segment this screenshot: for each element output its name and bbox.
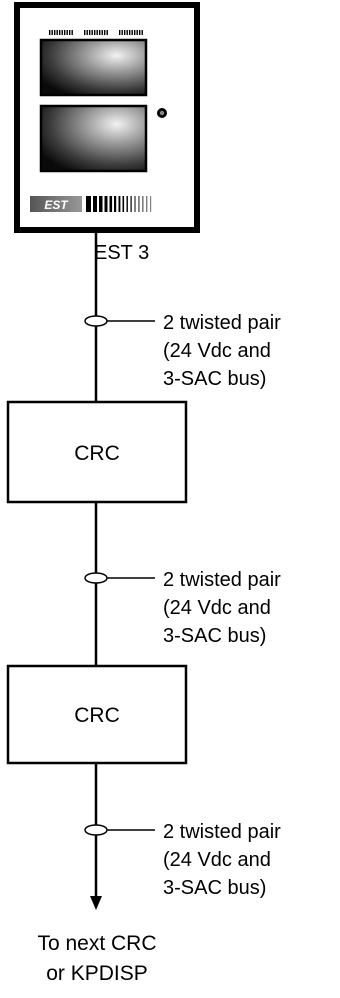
logo-barcode-strip bbox=[86, 196, 152, 212]
panel-label: EST 3 bbox=[94, 242, 149, 264]
est-logo: EST bbox=[30, 196, 82, 212]
cable-note-3: 2 twisted pair (24 Vdc and 3-SAC bus) bbox=[84, 821, 281, 899]
destination-label: To next CRC or KPDISP bbox=[37, 932, 156, 985]
cable-marker-icon bbox=[84, 572, 108, 584]
est3-panel: EST EST 3 bbox=[14, 2, 200, 264]
cable-note-line1: 2 twisted pair bbox=[163, 821, 281, 843]
cable-note-line1: 2 twisted pair bbox=[163, 312, 281, 334]
destination-line2: or KPDISP bbox=[46, 962, 148, 985]
cable-note-line2: (24 Vdc and bbox=[163, 340, 271, 362]
cable-note-line3: 3-SAC bus) bbox=[163, 368, 266, 390]
led-indicator-strip bbox=[49, 30, 143, 35]
crc-box-frame bbox=[6, 664, 188, 765]
crc-box-frame bbox=[6, 400, 188, 504]
destination-line1: To next CRC bbox=[37, 932, 156, 955]
crc-box-2: CRC bbox=[6, 664, 188, 765]
crc-label: CRC bbox=[74, 442, 120, 465]
cable-note-line2: (24 Vdc and bbox=[163, 597, 271, 619]
cable-marker-icon bbox=[84, 315, 108, 327]
key-lock-icon bbox=[157, 108, 167, 118]
arrow-down-icon bbox=[90, 896, 102, 910]
upper-display-window bbox=[39, 38, 148, 97]
cable-note-line3: 3-SAC bus) bbox=[163, 625, 266, 647]
cable-note-1: 2 twisted pair (24 Vdc and 3-SAC bus) bbox=[84, 312, 281, 390]
crc-box-1: CRC bbox=[6, 400, 188, 504]
crc-label: CRC bbox=[74, 704, 120, 727]
cable-note-line3: 3-SAC bus) bbox=[163, 877, 266, 899]
svg-text:EST: EST bbox=[44, 198, 69, 212]
cable-marker-icon bbox=[84, 824, 108, 836]
lower-display-window bbox=[39, 104, 148, 173]
cable-note-line2: (24 Vdc and bbox=[163, 849, 271, 871]
cable-note-line1: 2 twisted pair bbox=[163, 569, 281, 591]
cable-note-2: 2 twisted pair (24 Vdc and 3-SAC bus) bbox=[84, 569, 281, 647]
